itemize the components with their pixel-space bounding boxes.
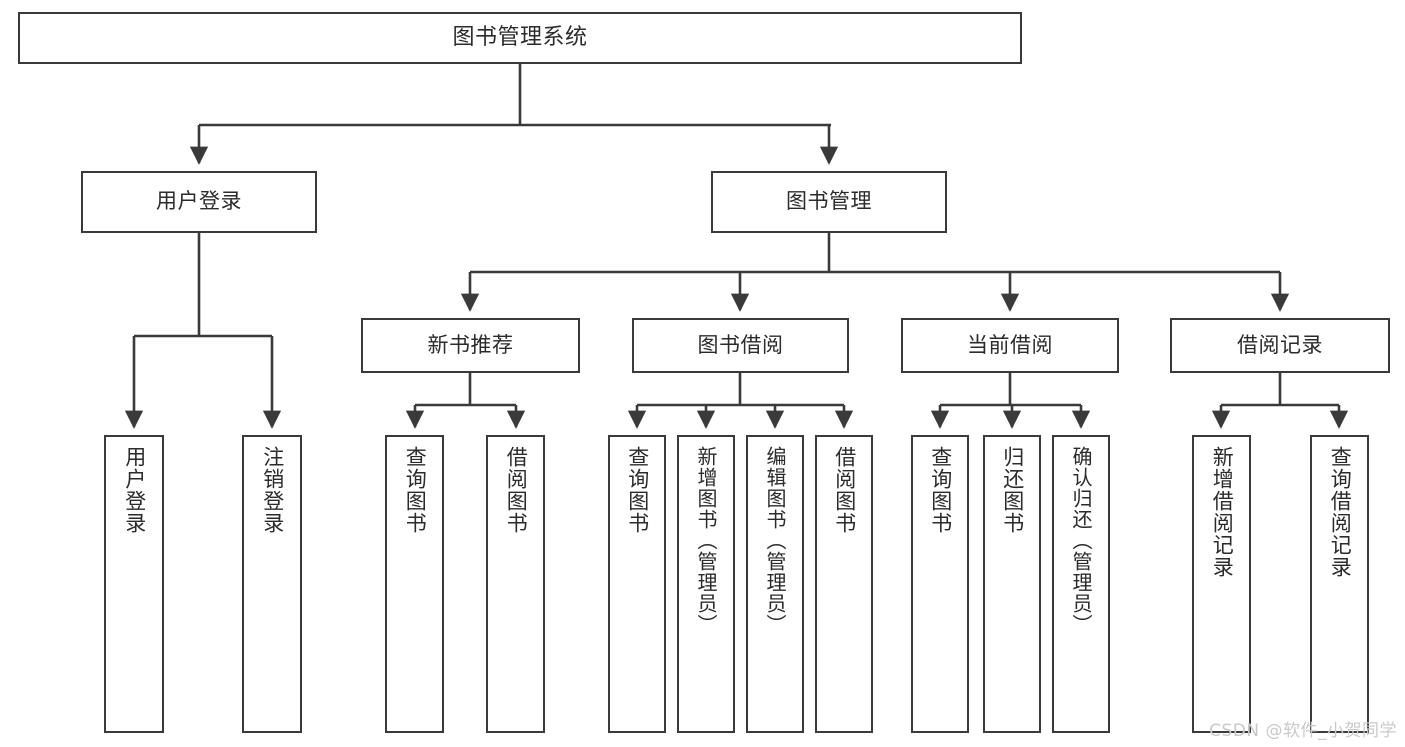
node-label: 查询图书	[625, 446, 650, 534]
node-label: 借阅图书	[832, 446, 857, 534]
csdn-watermark: CSDN @软件_小贺同学	[1209, 721, 1397, 741]
node-label: 编辑图书（管理员）	[763, 446, 787, 635]
node-label: 查询借阅记录	[1328, 446, 1353, 578]
node-leaf-add-book[interactable]: 新增图书（管理员）	[677, 435, 735, 733]
node-leaf-borrow-book-2[interactable]: 借阅图书	[815, 435, 873, 733]
node-label: 图书管理系统	[452, 24, 588, 50]
node-leaf-query-borrow-record[interactable]: 查询借阅记录	[1310, 435, 1369, 733]
node-leaf-borrow-book-1[interactable]: 借阅图书	[486, 435, 545, 733]
node-leaf-return-book[interactable]: 归还图书	[983, 435, 1041, 733]
node-label: 查询图书	[403, 446, 428, 534]
node-root-system[interactable]: 图书管理系统	[18, 12, 1022, 64]
node-leaf-edit-book[interactable]: 编辑图书（管理员）	[746, 435, 804, 733]
node-label: 新增借阅记录	[1210, 446, 1235, 578]
node-book-borrow[interactable]: 图书借阅	[632, 318, 849, 373]
node-label: 归还图书	[1000, 446, 1025, 534]
node-label: 用户登录	[156, 189, 242, 214]
node-book-manage[interactable]: 图书管理	[711, 171, 947, 233]
node-leaf-confirm-return[interactable]: 确认归还（管理员）	[1052, 435, 1110, 733]
node-user-login[interactable]: 用户登录	[81, 171, 317, 233]
node-label: 用户登录	[122, 446, 147, 534]
node-label: 新书推荐	[427, 332, 514, 357]
node-label: 借阅图书	[504, 446, 529, 534]
node-label: 新增图书（管理员）	[694, 446, 718, 635]
node-label: 确认归还（管理员）	[1069, 446, 1093, 635]
node-leaf-query-book-2[interactable]: 查询图书	[608, 435, 666, 733]
node-current-borrow[interactable]: 当前借阅	[901, 318, 1119, 373]
node-leaf-user-logout[interactable]: 注销登录	[242, 435, 302, 733]
node-leaf-query-book-3[interactable]: 查询图书	[911, 435, 969, 733]
node-label: 查询图书	[928, 446, 953, 534]
node-leaf-add-borrow-record[interactable]: 新增借阅记录	[1192, 435, 1251, 733]
node-label: 借阅记录	[1237, 332, 1323, 357]
node-label: 注销登录	[260, 446, 285, 534]
node-label: 图书借阅	[697, 332, 784, 357]
node-label: 图书管理	[786, 189, 872, 214]
node-new-book-recommend[interactable]: 新书推荐	[361, 318, 580, 373]
node-leaf-user-login[interactable]: 用户登录	[104, 435, 164, 733]
node-borrow-record[interactable]: 借阅记录	[1170, 318, 1390, 373]
node-leaf-query-book-1[interactable]: 查询图书	[385, 435, 444, 733]
node-label: 当前借阅	[967, 332, 1053, 357]
